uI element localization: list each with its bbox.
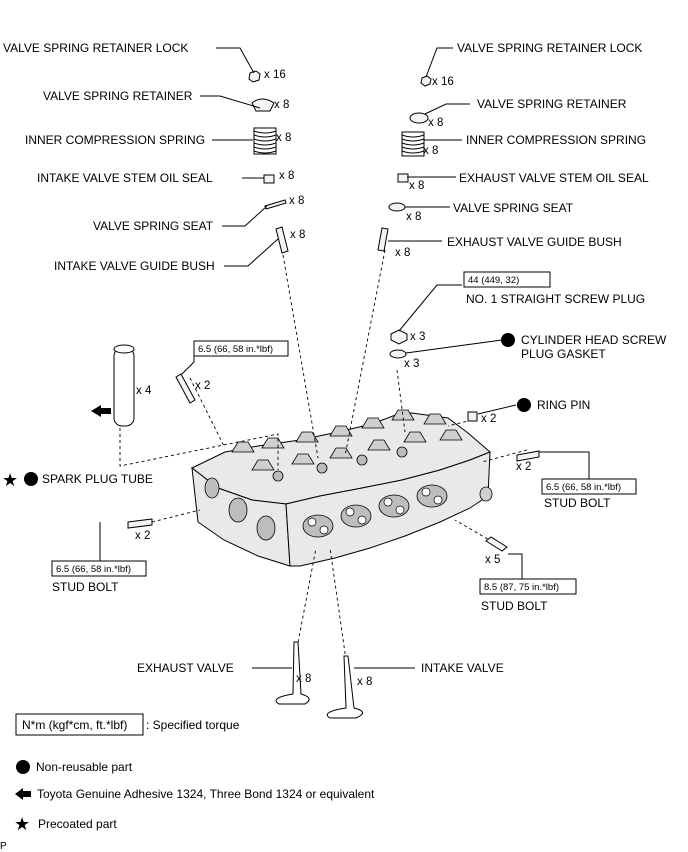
qty-intake-valve: x 8 xyxy=(357,676,372,688)
non-reusable-icon xyxy=(24,472,38,486)
qty-spark-plug-tube: x 4 xyxy=(136,385,152,397)
retainer-lock-icon xyxy=(248,70,261,83)
label-no1-straight-screw-plug: NO. 1 STRAIGHT SCREW PLUG xyxy=(466,292,645,306)
dashed-assembly-lines xyxy=(119,249,528,661)
spring-icon xyxy=(401,131,425,157)
legend-non-reusable-icon xyxy=(16,760,30,774)
qty-ring-pin: x 2 xyxy=(481,413,496,425)
label-stud-bolt-right-bottom: STUD BOLT xyxy=(481,599,548,613)
torque-screw-plug: 44 (449, 32) xyxy=(468,275,519,286)
legend-torque-desc: : Specified torque xyxy=(146,718,240,732)
label-right-valve-spring-retainer-lock: VALVE SPRING RETAINER LOCK xyxy=(457,41,642,55)
label-right-valve-spring-retainer: VALVE SPRING RETAINER xyxy=(477,97,627,111)
label-right-valve-spring-seat: VALVE SPRING SEAT xyxy=(453,201,574,215)
qty-right-retainer: x 8 xyxy=(428,117,443,129)
qty-stud-right-top: x 2 xyxy=(516,461,531,473)
label-left-valve-spring-retainer: VALVE SPRING RETAINER xyxy=(43,89,193,103)
label-exhaust-valve-stem-oil-seal: EXHAUST VALVE STEM OIL SEAL xyxy=(459,171,649,185)
legend-non-reusable: Non-reusable part xyxy=(36,760,133,774)
stem-oil-seal-icon xyxy=(263,174,275,184)
spring-icon xyxy=(253,127,277,155)
qty-exhaust-guide-bush: x 8 xyxy=(395,247,410,259)
label-cylinder-head-screw-plug-gasket-1: CYLINDER HEAD SCREW xyxy=(521,333,667,347)
label-exhaust-valve-guide-bush: EXHAUST VALVE GUIDE BUSH xyxy=(447,235,622,249)
exhaust-valve-icon xyxy=(275,641,310,705)
star-icon: ★ xyxy=(2,470,18,490)
plug-gasket-icon xyxy=(389,349,407,359)
label-intake-valve: INTAKE VALVE xyxy=(421,661,504,675)
label-spark-plug-tube: SPARK PLUG TUBE xyxy=(42,472,153,486)
cylinder-head xyxy=(191,409,493,567)
qty-right-retainer-lock: x 16 xyxy=(432,76,454,88)
stud-bolts xyxy=(127,373,540,552)
screw-plug-icon xyxy=(390,329,408,345)
non-reusable-icon xyxy=(517,398,531,412)
torque-stud-right-top: 6.5 (66, 58 in.*lbf) xyxy=(546,482,621,493)
label-stud-bolt-left: STUD BOLT xyxy=(52,580,119,594)
qty-exhaust-valve: x 8 xyxy=(296,673,311,685)
qty-stud-right-bottom: x 5 xyxy=(485,554,500,566)
legend: N*m (kgf*cm, ft.*lbf) : Specified torque… xyxy=(14,713,375,834)
guide-bush-icon xyxy=(377,227,389,252)
leader-lines xyxy=(99,47,590,669)
legend-precoated: Precoated part xyxy=(38,817,117,831)
label-intake-valve-stem-oil-seal: INTAKE VALVE STEM OIL SEAL xyxy=(37,171,213,185)
retainer-icon xyxy=(409,112,429,124)
spark-plug-tube xyxy=(91,344,135,427)
legend-adhesive-arrow-icon xyxy=(15,788,31,800)
footer-code: P xyxy=(0,841,7,852)
label-left-inner-compression-spring: INNER COMPRESSION SPRING xyxy=(25,133,205,147)
qty-right-spring: x 8 xyxy=(423,145,438,157)
non-reusable-icon xyxy=(501,333,515,347)
qty-screw-plug: x 3 xyxy=(410,331,425,343)
legend-torque-unit: N*m (kgf*cm, ft.*lbf) xyxy=(22,718,127,732)
label-stud-bolt-right-top: STUD BOLT xyxy=(544,496,611,510)
label-left-valve-spring-seat: VALVE SPRING SEAT xyxy=(93,219,214,233)
qty-intake-oil-seal: x 8 xyxy=(279,170,294,182)
right-valve-parts xyxy=(377,75,478,422)
label-right-inner-compression-spring: INNER COMPRESSION SPRING xyxy=(466,133,646,147)
adhesive-arrow-icon xyxy=(91,405,111,417)
qty-stud-left: x 2 xyxy=(135,530,150,542)
guide-bush-icon xyxy=(275,226,289,254)
torque-stud-right-bottom: 8.5 (87, 75 in.*lbf) xyxy=(484,582,559,593)
qty-left-spring-seat: x 8 xyxy=(289,195,304,207)
qty-left-retainer-lock: x 16 xyxy=(264,69,286,81)
qty-stud-top-left: x 2 xyxy=(195,380,210,392)
label-exhaust-valve: EXHAUST VALVE xyxy=(137,661,234,675)
spring-seat-icon xyxy=(264,199,287,210)
torque-stud-left: 6.5 (66, 58 in.*lbf) xyxy=(56,564,131,575)
label-cylinder-head-screw-plug-gasket-2: PLUG GASKET xyxy=(521,347,606,361)
retainer-lock-icon xyxy=(420,75,432,87)
qty-gasket: x 3 xyxy=(404,358,419,370)
qty-exhaust-oil-seal: x 8 xyxy=(409,180,424,192)
spring-seat-icon xyxy=(388,202,406,212)
legend-precoated-star-icon: ★ xyxy=(14,814,30,834)
stem-oil-seal-icon xyxy=(397,173,409,183)
torque-stud-top-left: 6.5 (66, 58 in.*lbf) xyxy=(198,344,273,355)
qty-right-spring-seat: x 8 xyxy=(406,211,421,223)
intake-valve-icon xyxy=(326,655,363,719)
qty-left-spring: x 8 xyxy=(276,132,291,144)
retainer-icon xyxy=(251,98,275,112)
qty-left-retainer: x 8 xyxy=(274,99,289,111)
torque-boxes xyxy=(51,271,637,595)
label-intake-valve-guide-bush: INTAKE VALVE GUIDE BUSH xyxy=(54,259,215,273)
legend-adhesive: Toyota Genuine Adhesive 1324, Three Bond… xyxy=(37,787,375,801)
left-valve-parts xyxy=(248,70,289,254)
label-left-valve-spring-retainer-lock: VALVE SPRING RETAINER LOCK xyxy=(3,41,188,55)
qty-intake-guide-bush: x 8 xyxy=(290,229,305,241)
ring-pin-icon xyxy=(467,411,478,422)
label-ring-pin: RING PIN xyxy=(537,398,590,412)
